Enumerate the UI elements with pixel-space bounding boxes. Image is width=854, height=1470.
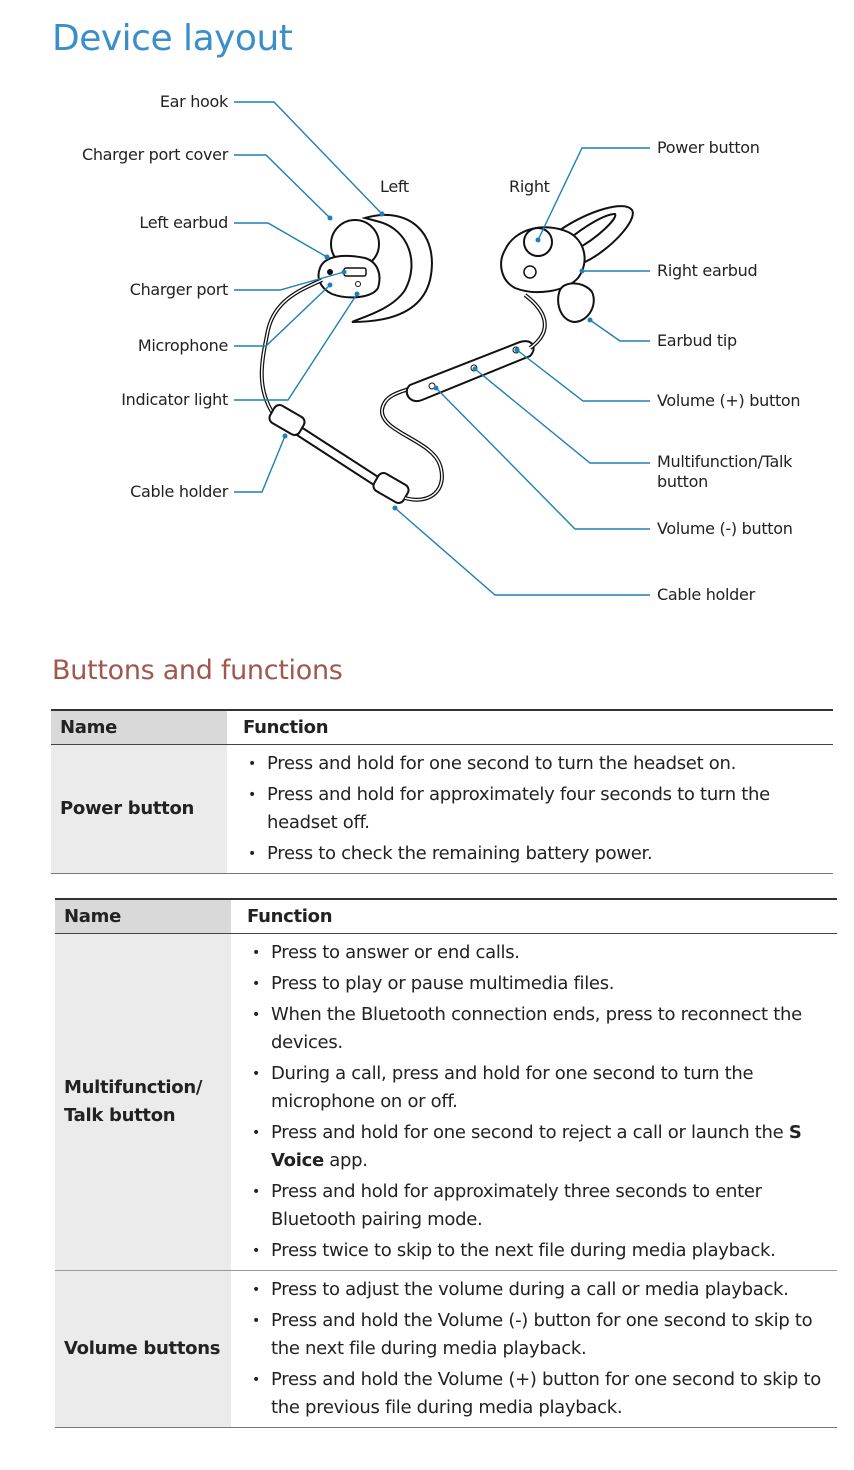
right-earbud-tip <box>557 282 595 324</box>
list-item: Press and hold for approximately four se… <box>243 781 833 837</box>
label-charger-port: Charger port <box>129 280 229 299</box>
list-item-text-end: app. <box>329 1150 368 1171</box>
row-function-cell: Press to adjust the volume during a call… <box>231 1270 837 1428</box>
row-name-line2: Talk button <box>64 1105 176 1126</box>
label-ear-hook: Ear hook <box>159 92 228 111</box>
power-button-table: Name Function Power button Press and hol… <box>51 709 833 874</box>
label-side-right: Right <box>509 177 550 196</box>
label-side-left: Left <box>380 177 409 196</box>
row-name-multifunction-button: Multifunction/ Talk button <box>55 933 231 1271</box>
charger-port <box>343 267 367 277</box>
remote-control <box>405 340 535 403</box>
label-microphone: Microphone <box>137 336 228 355</box>
s-voice-app-name: S Voice <box>271 1122 802 1171</box>
list-item-text: Press and hold for one second to reject … <box>271 1122 784 1143</box>
label-right-earbud: Right earbud <box>657 261 758 280</box>
list-item: Press to check the remaining battery pow… <box>243 840 833 868</box>
label-left-earbud: Left earbud <box>139 213 228 232</box>
label-multifunction-line2: button <box>657 472 708 491</box>
row-function-cell: Press to answer or end calls. Press to p… <box>231 933 837 1271</box>
row-name-volume-buttons: Volume buttons <box>55 1270 231 1428</box>
column-header-function: Function <box>231 898 837 934</box>
list-item: Press and hold the Volume (+) button for… <box>247 1366 837 1422</box>
list-item: Press and hold for one second to turn th… <box>243 750 833 778</box>
column-header-function: Function <box>227 709 833 745</box>
table-header-row: Name Function <box>51 709 833 745</box>
left-cable <box>259 278 323 414</box>
label-cable-holder-right: Cable holder <box>657 585 755 604</box>
list-item: When the Bluetooth connection ends, pres… <box>247 1001 837 1057</box>
label-charger-port-cover: Charger port cover <box>81 145 228 164</box>
label-volume-minus: Volume (-) button <box>657 519 793 538</box>
headset-illustration <box>234 101 650 596</box>
section-title: Buttons and functions <box>52 655 343 686</box>
table-header-row: Name Function <box>55 898 837 934</box>
left-ear-hook <box>351 213 433 323</box>
row-name-power-button: Power button <box>51 744 227 874</box>
row-function-cell: Press and hold for one second to turn th… <box>227 744 833 874</box>
table-row: Volume buttons Press to adjust the volum… <box>55 1270 837 1428</box>
multifunction-volume-table: Name Function Multifunction/ Talk button… <box>55 898 837 1428</box>
column-header-name: Name <box>55 898 231 934</box>
column-header-name: Name <box>51 709 227 745</box>
page-title: Device layout <box>52 18 293 59</box>
label-power-button: Power button <box>657 138 760 157</box>
list-item: Press to answer or end calls. <box>247 939 837 967</box>
list-item: Press to adjust the volume during a call… <box>247 1276 837 1304</box>
list-item: Press and hold for one second to reject … <box>247 1119 837 1175</box>
list-item: Press to play or pause multimedia files. <box>247 970 837 998</box>
label-multifunction-line1: Multifunction/Talk <box>657 452 793 471</box>
label-cable-holder-left: Cable holder <box>130 482 228 501</box>
list-item: Press twice to skip to the next file dur… <box>247 1237 837 1265</box>
device-layout-diagram: Ear hook Charger port cover Left earbud … <box>0 80 854 620</box>
list-item: Press and hold the Volume (-) button for… <box>247 1307 837 1363</box>
label-earbud-tip: Earbud tip <box>657 331 737 350</box>
row-name-line1: Multifunction/ <box>64 1077 203 1098</box>
table-row: Multifunction/ Talk button Press to answ… <box>55 933 837 1271</box>
list-item: During a call, press and hold for one se… <box>247 1060 837 1116</box>
label-indicator-light: Indicator light <box>121 390 228 409</box>
table-row: Power button Press and hold for one seco… <box>51 744 833 874</box>
list-item: Press and hold for approximately three s… <box>247 1178 837 1234</box>
label-volume-plus: Volume (+) button <box>657 391 801 410</box>
